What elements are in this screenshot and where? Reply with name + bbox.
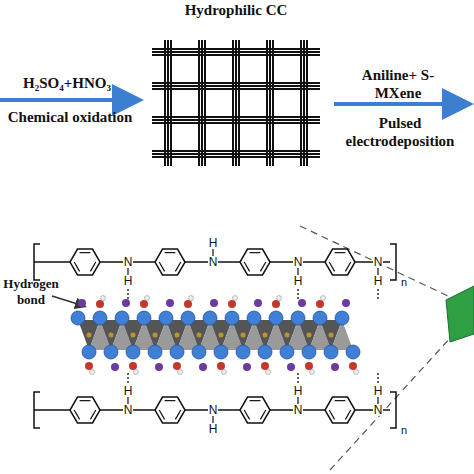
carbon-cloth: Hydrophilic CC bbox=[150, 2, 322, 168]
atom-label: H bbox=[373, 275, 384, 287]
process-arrow bbox=[0, 98, 136, 102]
process-label: Aniline+ S-MXene bbox=[343, 66, 453, 102]
process-label: H₂SO₄+HNO₃ bbox=[2, 74, 132, 92]
atom-label: N bbox=[293, 404, 304, 416]
atom-label: N bbox=[373, 404, 384, 416]
atom-label: N bbox=[293, 256, 304, 268]
node-heading: Hydrophilic CC bbox=[150, 2, 322, 19]
callout-label: Hydrogen bond bbox=[2, 276, 60, 307]
zoom-line bbox=[300, 226, 448, 296]
atom-label: H bbox=[293, 385, 304, 397]
atom-label: N bbox=[208, 404, 219, 416]
atom-label: N bbox=[123, 404, 134, 416]
zoom-line bbox=[330, 336, 452, 470]
atom-label: H bbox=[208, 237, 219, 249]
electrode-sample bbox=[446, 286, 474, 342]
atom-label: n bbox=[400, 425, 408, 436]
polyaniline-chains bbox=[34, 244, 396, 428]
atom-label: N bbox=[123, 256, 134, 268]
process-arrow bbox=[334, 102, 466, 106]
process-label: Pulsed electrodeposition bbox=[335, 114, 465, 150]
grid-weave bbox=[150, 38, 322, 168]
atom-label: H bbox=[373, 385, 384, 397]
process-label: Chemical oxidation bbox=[2, 108, 138, 126]
atom-label: n bbox=[400, 277, 408, 288]
atom-label: N bbox=[208, 256, 219, 268]
atom-label: N bbox=[373, 256, 384, 268]
atom-label: H bbox=[208, 423, 219, 435]
mxene-layer bbox=[71, 296, 360, 375]
atom-label: H bbox=[293, 275, 304, 287]
atom-label: H bbox=[123, 385, 134, 397]
atom-label: H bbox=[123, 275, 134, 287]
